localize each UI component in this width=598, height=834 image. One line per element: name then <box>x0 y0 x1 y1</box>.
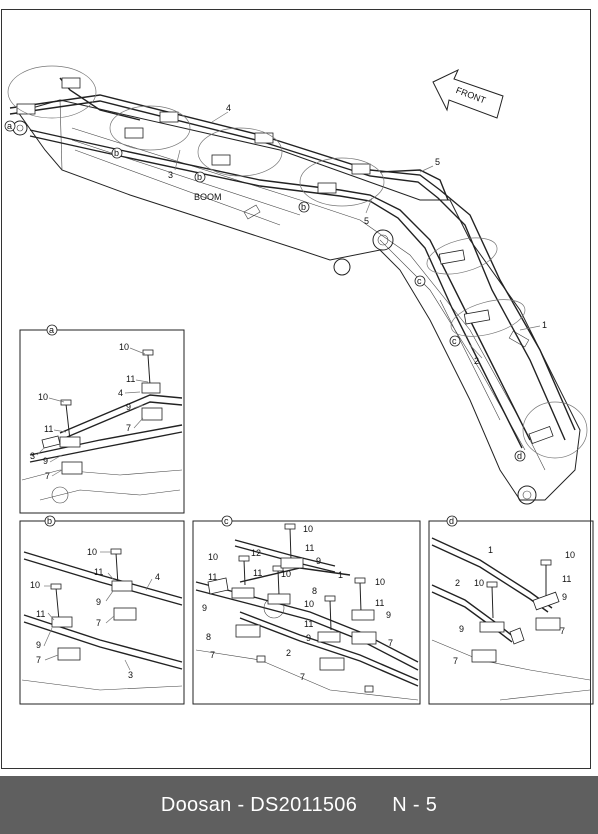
detail-a-number: 7 <box>45 471 50 481</box>
detail-ref: b <box>114 148 119 158</box>
detail-b-number: 9 <box>96 597 101 607</box>
detail-b-id: b <box>47 516 52 526</box>
detail-b-number: 9 <box>36 640 41 650</box>
detail-d-number: 7 <box>560 626 565 636</box>
main-part-number: 1 <box>542 320 547 330</box>
detail-ref-bubbles: a b b b c c d <box>4 120 526 462</box>
detail-c-number: 12 <box>251 548 261 558</box>
detail-c-number: 2 <box>286 648 291 658</box>
detail-b-number: 10 <box>30 580 40 590</box>
main-clamps <box>16 77 554 444</box>
detail-d: d 1 10 2 10 11 9 9 7 7 <box>428 515 594 705</box>
detail-d-number: 9 <box>562 592 567 602</box>
detail-a-number: 4 <box>118 388 123 398</box>
detail-a-number: 11 <box>126 374 135 384</box>
detail-c-id: c <box>224 516 229 526</box>
detail-a-number: 9 <box>43 456 48 466</box>
front-arrow: FRONT <box>432 68 504 119</box>
detail-b-number: 7 <box>96 618 101 628</box>
main-part-number: 5 <box>435 157 440 167</box>
detail-c-number: 9 <box>386 610 391 620</box>
detail-b: b 10 11 4 10 9 7 11 9 7 3 <box>19 515 185 705</box>
hose-diagram: FRONT <box>4 65 594 705</box>
detail-a-number: 11 <box>44 424 53 434</box>
detail-b-number: 11 <box>36 609 45 619</box>
detail-b-number: 10 <box>87 547 97 557</box>
detail-c: c 10 11 12 9 10 11 10 11 <box>192 515 421 705</box>
detail-c-number: 8 <box>206 632 211 642</box>
detail-d-id: d <box>449 516 454 526</box>
main-boom-view: FRONT <box>4 65 588 505</box>
detail-b-number: 3 <box>128 670 133 680</box>
footer-part-code: DS2011506 <box>250 793 358 816</box>
detail-d-number: 2 <box>455 578 460 588</box>
front-label: FRONT <box>455 85 488 106</box>
detail-c-number: 9 <box>306 633 311 643</box>
detail-d-number: 11 <box>562 574 571 584</box>
main-part-number: 3 <box>168 170 173 180</box>
detail-ref: d <box>517 451 522 461</box>
detail-a-number: 9 <box>126 402 131 412</box>
main-part-number: 5 <box>364 216 369 226</box>
footer-brand: Doosan <box>160 793 232 816</box>
detail-ref: c <box>417 276 422 286</box>
detail-c-number: 10 <box>375 577 385 587</box>
detail-d-number: 1 <box>488 545 493 555</box>
detail-c-number: 11 <box>375 598 384 608</box>
footer-separator: - <box>231 793 251 816</box>
detail-c-number: 10 <box>281 569 291 579</box>
detail-c-number: 10 <box>208 552 218 562</box>
detail-c-number: 9 <box>202 603 207 613</box>
detail-c-number: 7 <box>300 672 305 682</box>
main-part-number: 2 <box>474 356 479 366</box>
detail-c-number: 11 <box>208 572 217 582</box>
detail-b-number: 11 <box>94 567 103 577</box>
detail-ref: c <box>452 336 457 346</box>
detail-c-number: 7 <box>210 650 215 660</box>
detail-b-number: 7 <box>36 655 41 665</box>
detail-d-number: 10 <box>474 578 484 588</box>
detail-a-id: a <box>49 325 54 335</box>
detail-a-number: 10 <box>119 342 129 352</box>
detail-a-number: 7 <box>126 423 131 433</box>
footer-page: N - 5 <box>392 793 438 816</box>
detail-d-number: 9 <box>459 624 464 634</box>
detail-c-number: 11 <box>253 568 262 578</box>
detail-a-number: 10 <box>38 392 48 402</box>
detail-c-number: 9 <box>316 556 321 566</box>
detail-b-number: 4 <box>155 572 160 582</box>
detail-c-number: 10 <box>304 599 314 609</box>
main-part-number: 4 <box>226 103 231 113</box>
detail-c-number: 11 <box>304 619 313 629</box>
boom-label: BOOM <box>194 192 222 202</box>
detail-c-number: 1 <box>338 570 343 580</box>
detail-a-number: 3 <box>30 451 35 461</box>
detail-d-number: 10 <box>565 550 575 560</box>
footer-bar: Doosan - DS2011506 N - 5 <box>0 776 598 834</box>
detail-ref: b <box>301 202 306 212</box>
detail-d-number: 7 <box>453 656 458 666</box>
detail-c-number: 7 <box>388 638 393 648</box>
detail-ref: b <box>197 172 202 182</box>
detail-ref: a <box>7 121 12 131</box>
detail-a: a 10 11 4 9 7 10 11 3 <box>19 324 185 514</box>
detail-c-number: 8 <box>312 586 317 596</box>
detail-c-number: 10 <box>303 524 313 534</box>
detail-c-number: 11 <box>305 543 314 553</box>
